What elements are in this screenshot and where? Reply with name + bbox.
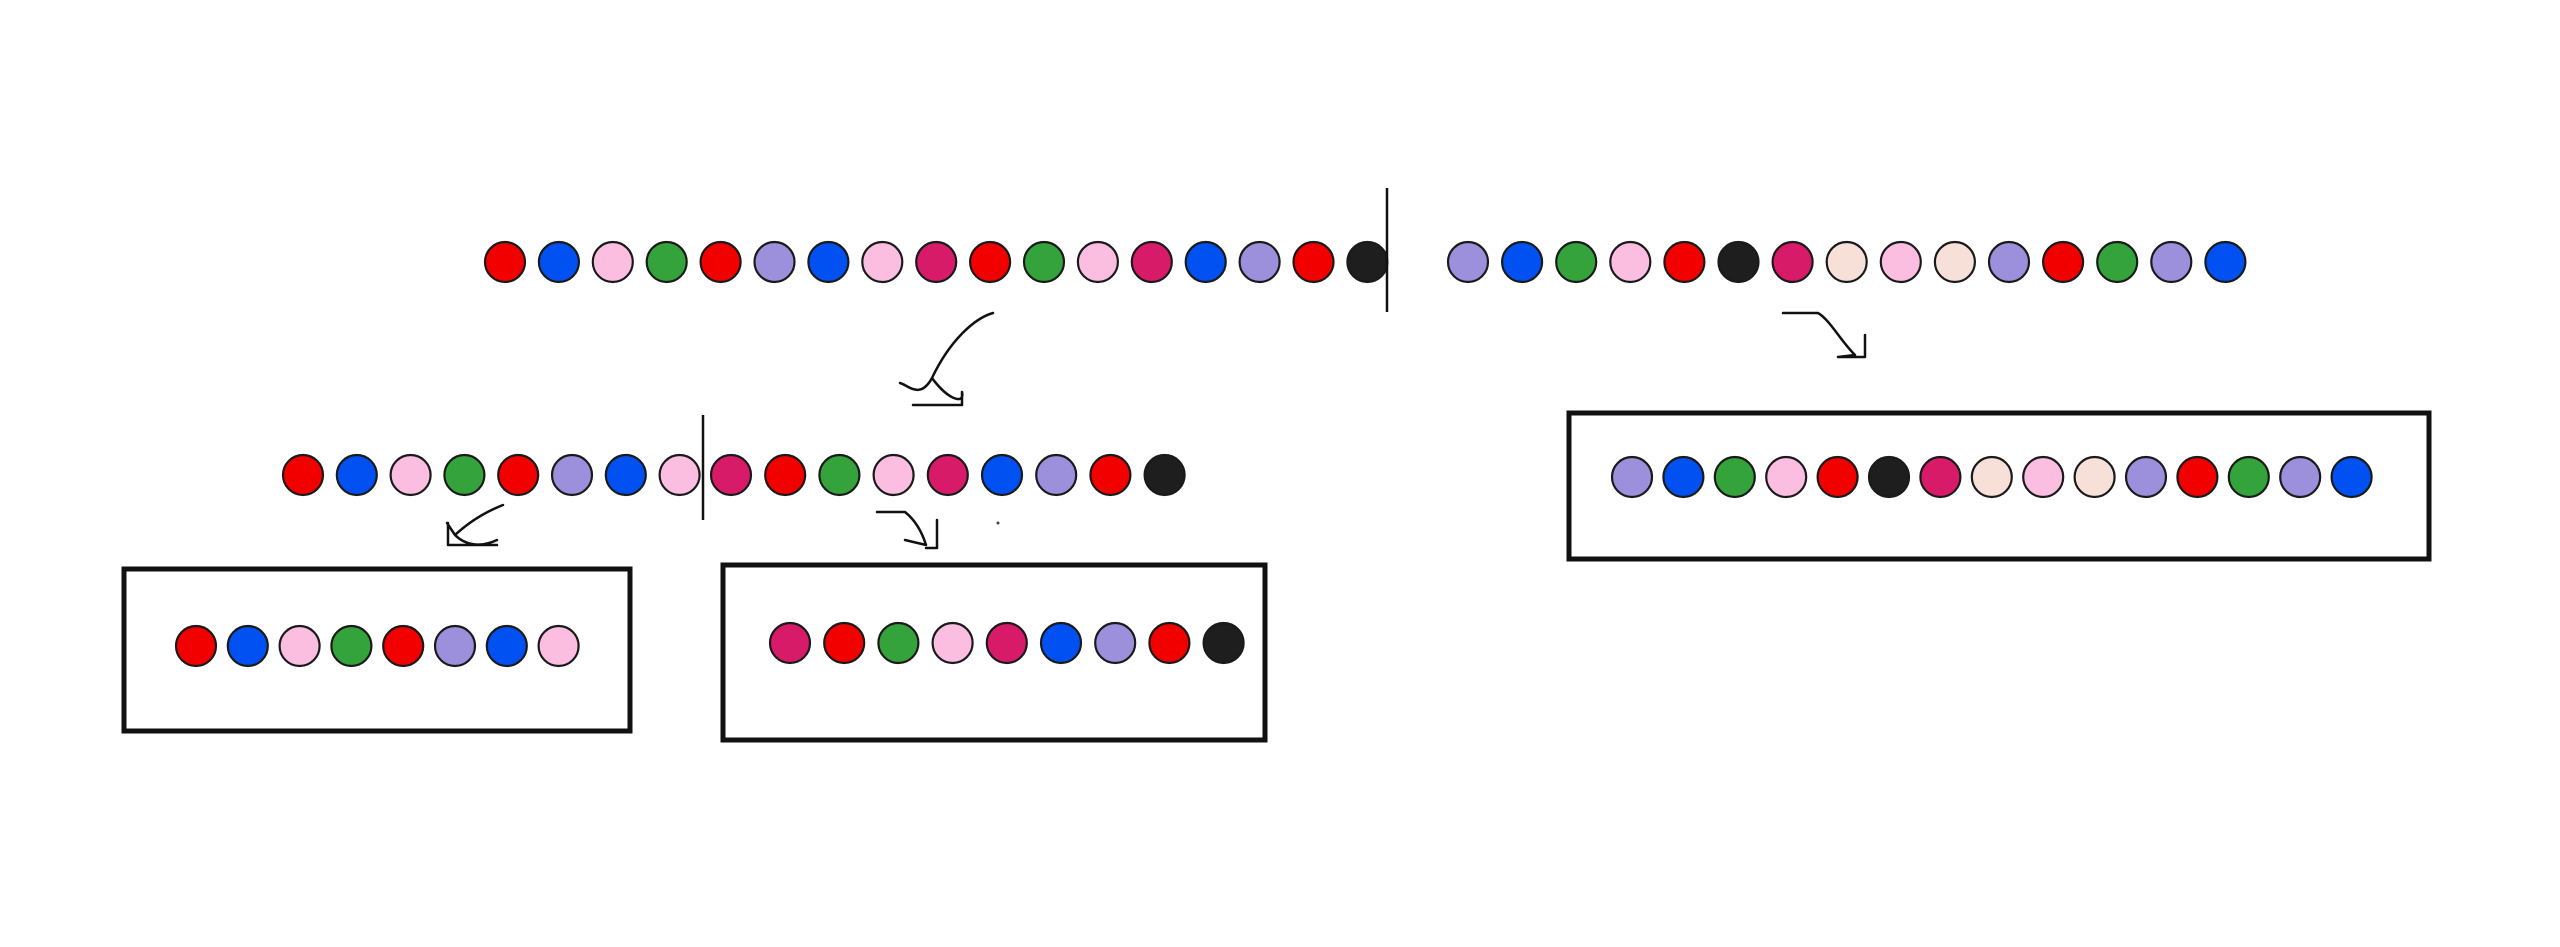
split-right-bead-lavender <box>1035 453 1078 497</box>
box2-bead-light-pink <box>931 621 974 665</box>
split-left-bead-lavender <box>550 453 594 497</box>
full-right-bead-lavender <box>2150 240 2193 284</box>
result-box-left-left-beads <box>174 624 580 668</box>
box3-bead-black <box>1867 455 1911 499</box>
box2-bead-red <box>823 621 866 665</box>
split-left-bead-blue <box>604 453 647 497</box>
result-box-left-left <box>121 566 633 734</box>
split-left-bead-red <box>281 453 325 497</box>
box3-bead-lavender <box>1610 455 1654 499</box>
left-half-sequence-row <box>281 453 1186 497</box>
box3-bead-light-pink <box>2022 455 2065 499</box>
box3-bead-red <box>1816 455 1859 499</box>
result-box-right <box>1566 410 2432 562</box>
full-right-bead-peach <box>1825 240 1868 284</box>
box3-bead-green <box>2227 455 2270 499</box>
box2-bead-black <box>1202 621 1245 665</box>
full-left-bead-red <box>699 240 742 284</box>
full-right-bead-red <box>1663 240 1706 284</box>
split-left-bead-light-pink <box>389 453 432 497</box>
box1-bead-blue <box>485 624 528 668</box>
full-right-bead-green <box>1555 240 1598 284</box>
full-left-bead-black <box>1346 240 1389 284</box>
split-right-bead-red <box>764 453 807 497</box>
full-right-bead-green <box>2096 240 2139 284</box>
full-right-bead-light-pink <box>1879 240 1922 284</box>
full-left-bead-light-pink <box>861 240 904 284</box>
stray-dot <box>996 521 1000 525</box>
box3-bead-peach <box>2073 455 2116 499</box>
split-right-bead-red <box>1089 453 1132 497</box>
box1-bead-red <box>174 624 218 668</box>
box1-bead-lavender <box>433 624 477 668</box>
full-left-bead-red <box>483 240 527 284</box>
split-right-bead-magenta <box>926 453 969 497</box>
full-left-bead-green <box>1022 240 1066 284</box>
full-right-bead-blue <box>2204 240 2247 284</box>
box3-bead-peach <box>1970 455 2013 499</box>
full-right-bead-red <box>2042 240 2085 284</box>
full-right-bead-peach <box>1933 240 1977 284</box>
full-left-bead-blue <box>1184 240 1227 284</box>
full-left-bead-light-pink <box>591 240 634 284</box>
box1-bead-red <box>382 624 425 668</box>
box3-bead-blue <box>2330 455 2373 499</box>
box3-bead-green <box>1713 455 1756 499</box>
curved-arrow-down-left-icon <box>898 311 995 407</box>
result-box-left-right <box>720 562 1268 743</box>
curved-arrow-down-left-icon <box>445 503 505 547</box>
box3-bead-magenta <box>1919 455 1962 499</box>
full-left-bead-magenta <box>915 240 958 284</box>
box1-bead-light-pink <box>537 624 580 668</box>
full-left-bead-blue <box>807 240 850 284</box>
full-sequence-row <box>483 240 2247 284</box>
split-right-bead-green <box>818 453 861 497</box>
box2-bead-magenta <box>985 621 1028 665</box>
curved-arrow-down-right-icon <box>1781 311 1867 359</box>
box1-bead-light-pink <box>278 624 321 668</box>
full-left-bead-lavender <box>753 240 796 284</box>
full-right-bead-magenta <box>1771 240 1814 284</box>
full-right-bead-blue <box>1500 240 1544 284</box>
box3-bead-lavender <box>2279 455 2322 499</box>
box2-bead-lavender <box>1094 621 1137 665</box>
full-left-bead-red <box>968 240 1012 284</box>
full-right-bead-lavender <box>1446 240 1490 284</box>
full-right-bead-lavender <box>1987 240 2031 284</box>
box3-bead-light-pink <box>1765 455 1808 499</box>
split-left-bead-light-pink <box>658 453 701 497</box>
split-right-bead-black <box>1143 453 1186 497</box>
full-left-bead-lavender <box>1238 240 1281 284</box>
split-left-bead-blue <box>335 453 378 497</box>
curved-arrow-down-right-icon <box>875 510 939 550</box>
box2-bead-magenta <box>768 621 812 665</box>
box1-bead-blue <box>226 624 269 668</box>
box3-bead-red <box>2176 455 2219 499</box>
full-right-bead-light-pink <box>1609 240 1652 284</box>
split-right-bead-magenta <box>709 453 753 497</box>
box1-bead-green <box>330 624 373 668</box>
full-left-bead-red <box>1292 240 1335 284</box>
result-box-right-beads <box>1610 455 2373 499</box>
box2-bead-red <box>1148 621 1191 665</box>
split-left-bead-green <box>443 453 486 497</box>
split-left-bead-red <box>497 453 540 497</box>
full-left-bead-light-pink <box>1076 240 1120 284</box>
box2-bead-green <box>877 621 920 665</box>
box2-bead-blue <box>1039 621 1083 665</box>
full-right-bead-black <box>1717 240 1760 284</box>
split-right-bead-blue <box>980 453 1024 497</box>
full-left-bead-blue <box>537 240 581 284</box>
full-left-bead-green <box>645 240 688 284</box>
box3-bead-lavender <box>2124 455 2168 499</box>
box3-bead-blue <box>1662 455 1705 499</box>
result-box-left-right-beads <box>768 621 1245 665</box>
split-right-bead-light-pink <box>872 453 915 497</box>
full-left-bead-magenta <box>1130 240 1173 284</box>
